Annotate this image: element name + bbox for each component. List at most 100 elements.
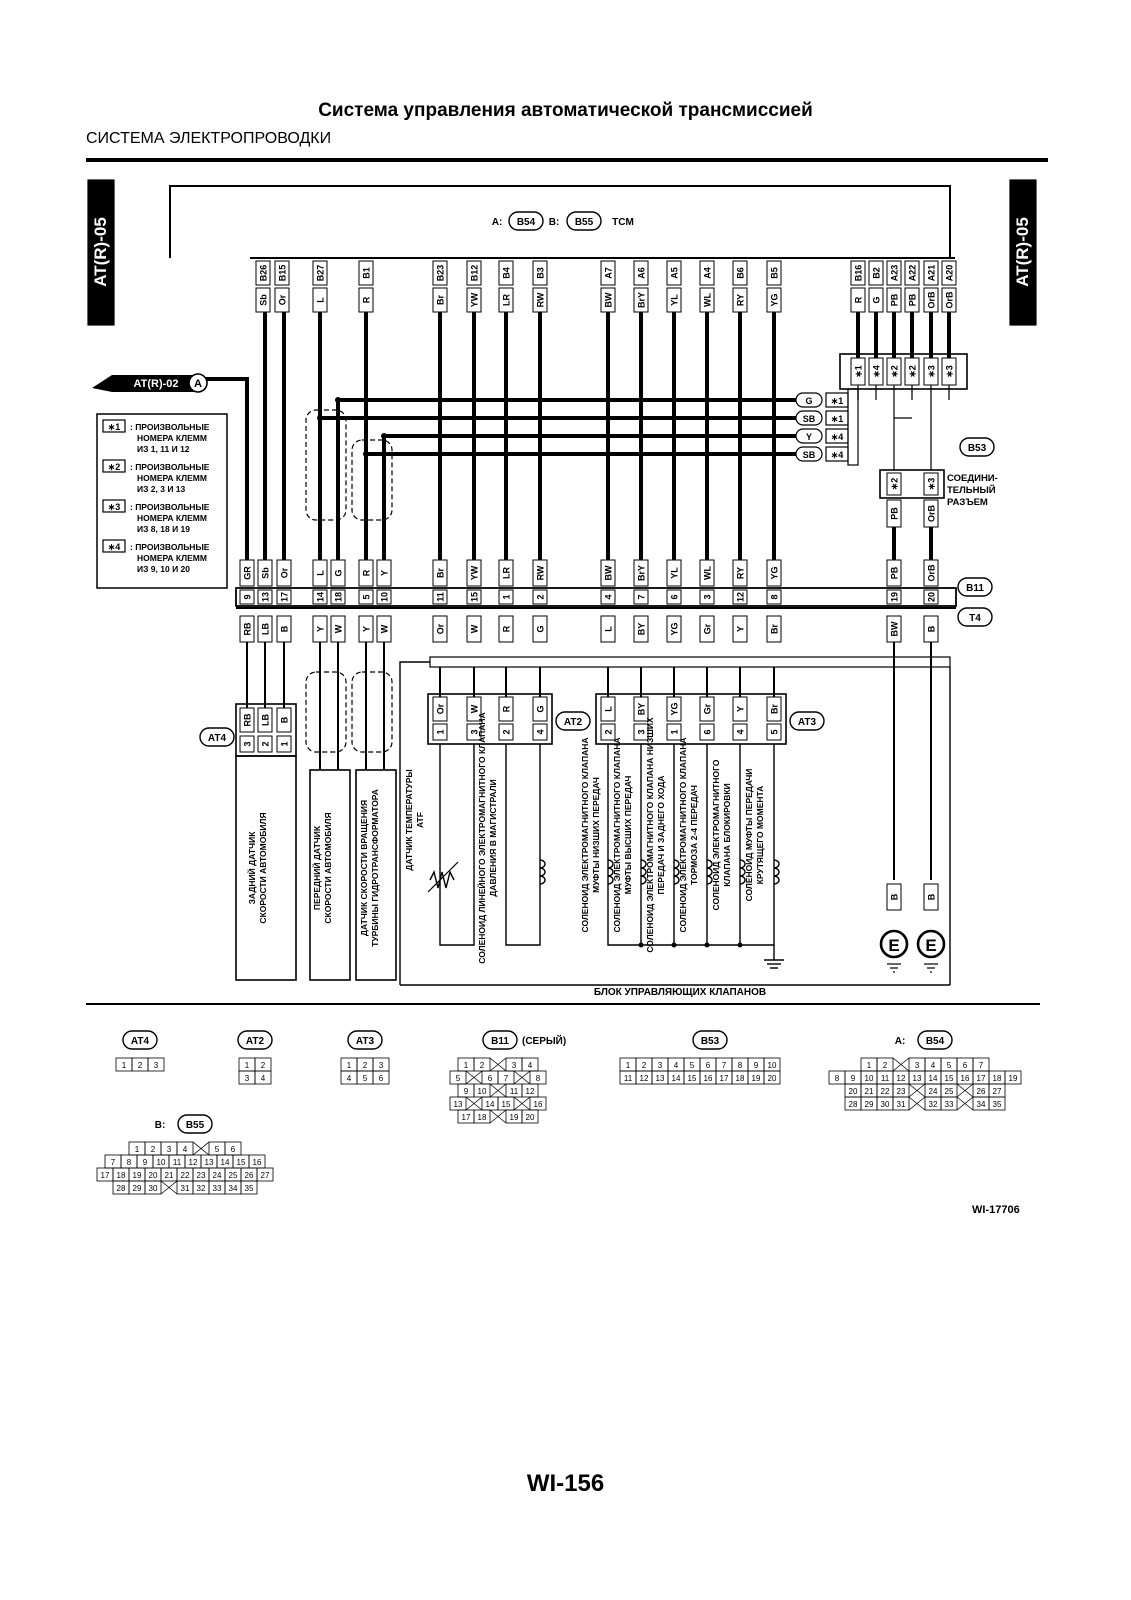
- b11-upper-wire-RW: RW: [536, 565, 546, 580]
- b11-upper-wire-Y-box: [376, 559, 392, 587]
- tcm-pin-B6: B6: [736, 267, 746, 279]
- component-label: СОЛЕНОИД ЭЛЕКТРОМАГНИТНОГО: [711, 759, 721, 910]
- b11-upper-wire-L-box: [312, 559, 328, 587]
- tcm-pin-A5: A5: [670, 267, 680, 279]
- tcm-label: TCM: [612, 217, 634, 228]
- b11-pin-17-box: [276, 589, 292, 605]
- view-prefix: B:: [155, 1120, 166, 1131]
- connector-view-label: B53: [701, 1036, 720, 1047]
- side-tab-right: [1009, 179, 1037, 326]
- at4-pin-box: [239, 735, 255, 753]
- ground-e-letter: E: [925, 936, 936, 955]
- tcm-pin-B4: B4: [502, 267, 512, 279]
- at2-pin: 1: [436, 729, 446, 734]
- connector-cavity-number: 24: [213, 1171, 222, 1180]
- at2-wire-label: R: [502, 705, 512, 712]
- ref-arrow-label: AT(R)-02: [133, 378, 178, 390]
- tcm-pin-A21: A21: [927, 265, 937, 282]
- component-label: КРУТЯЩЕГО МОМЕНТА: [755, 786, 765, 885]
- b11-upper-wire-Or: Or: [280, 567, 290, 578]
- connector-cavity-number: 9: [143, 1158, 148, 1167]
- b53-top-mark: ∗2: [908, 365, 918, 378]
- solenoid-coil-symbol: [706, 875, 713, 885]
- connector-cavity-empty: [160, 1180, 178, 1195]
- at2-name: AT2: [564, 717, 583, 728]
- ground-wire-label: B: [890, 893, 900, 900]
- b11-pin-2: 2: [536, 594, 546, 599]
- b11-lower-wire-B: B: [927, 625, 937, 632]
- connector-cavity-empty: [513, 1096, 531, 1111]
- tcm-wire-A4: WL: [703, 293, 713, 307]
- b11-pin-13-box: [257, 589, 273, 605]
- tcm-pin-A7: A7: [604, 267, 614, 279]
- component-label: МУФТЫ ВЫСШИХ ПЕРЕДАЧ: [623, 776, 633, 895]
- at4-pin-box: [276, 735, 292, 753]
- b11-upper-wire-YG-box: [766, 559, 782, 587]
- b53-top-mark: ∗4: [872, 365, 882, 378]
- connector-cavity-number: 1: [464, 1061, 469, 1070]
- connector-cavity-number: 5: [690, 1061, 695, 1070]
- legend-text: ИЗ 8, 18 И 19: [137, 524, 190, 534]
- b53-bottom-box: [879, 469, 945, 499]
- connector-cavity-number: 17: [101, 1171, 110, 1180]
- at3-connector: [595, 693, 787, 745]
- tcm-pin-A20-box: [941, 260, 957, 286]
- connector-cavity-number: 12: [640, 1074, 649, 1083]
- connector-cavity-number: 15: [502, 1100, 511, 1109]
- tcm-a-label: A:: [492, 217, 503, 228]
- legend-mark-box: [102, 459, 126, 473]
- component-label: СОЛЕНОИД ЭЛЕКТРОМАГНИТНОГО КЛАПАНА НИЗШИ…: [645, 717, 655, 953]
- b11-upper-wire-LR-box: [498, 559, 514, 587]
- b11-upper-wire-PB-box: [886, 559, 902, 587]
- connector-cavity-number: 25: [229, 1171, 238, 1180]
- tcm-pin-A7-box: [600, 260, 616, 286]
- legend-text: : ПРОИЗВОЛЬНЫЕ: [130, 542, 210, 552]
- tcm-wire-A20: OrB: [945, 291, 955, 309]
- legend-mark: ∗3: [108, 502, 121, 512]
- b53-name-pill: [959, 437, 995, 457]
- tcm-pin-A6-box: [633, 260, 649, 286]
- tcm-pin-A22-box: [904, 260, 920, 286]
- b11-pin-2-box: [532, 589, 548, 605]
- tcm-pin-A6: A6: [637, 267, 647, 279]
- b11-lower-wire-Y: Y: [736, 626, 746, 632]
- splice-dot: [737, 942, 743, 948]
- splice-dot: [317, 415, 323, 421]
- ref-arrow-atr02: [92, 375, 200, 392]
- b11-pin-9: 9: [243, 594, 253, 599]
- at2-wire-label-box: [466, 696, 482, 722]
- connector-cavity-number: 15: [688, 1074, 697, 1083]
- connector-cavity: [240, 1180, 258, 1195]
- b11-pin-15: 15: [470, 592, 480, 602]
- solenoid-coil-symbol: [539, 875, 546, 885]
- b53-name: B53: [968, 443, 987, 454]
- tcm-wire-A6: BrY: [637, 292, 647, 308]
- tcm-pin-B1: B1: [362, 267, 372, 279]
- side-tab-left: [87, 179, 115, 326]
- connector-cavity-empty: [192, 1141, 210, 1156]
- legend-text: : ПРОИЗВОЛЬНЫЕ: [130, 462, 210, 472]
- connector-cavity-number: 13: [454, 1100, 463, 1109]
- connector-cavity-number: 4: [674, 1061, 679, 1070]
- connector-cavity-number: 20: [768, 1074, 777, 1083]
- at4-wire-label: RB: [243, 713, 253, 726]
- solenoid-coil-symbol: [773, 867, 780, 877]
- b11-lower-wire-Br: Br: [770, 624, 780, 634]
- connector-view-note: (СЕРЫЙ): [522, 1034, 566, 1047]
- b11-pin-15-box: [466, 589, 482, 605]
- at2-pin-box: [432, 723, 448, 741]
- b53-desc: СОЕДИНИ-: [947, 473, 998, 484]
- connector-cavity: [254, 1070, 272, 1085]
- at4-pin: 1: [280, 741, 290, 746]
- b11-pin-8-box: [766, 589, 782, 605]
- at3-name: AT3: [798, 717, 817, 728]
- connector-cavity: [147, 1057, 165, 1072]
- thermistor-symbol: [429, 869, 455, 889]
- t4-name-pill: [957, 607, 993, 627]
- b11-lower-wire-BW: BW: [890, 621, 900, 636]
- tcm-pin-A4-box: [699, 260, 715, 286]
- tcm-wire-A22: PB: [908, 293, 918, 306]
- at3-pin-box: [766, 723, 782, 741]
- connector-cavity-number: 8: [835, 1074, 840, 1083]
- at4-wire-label-box: [257, 707, 273, 733]
